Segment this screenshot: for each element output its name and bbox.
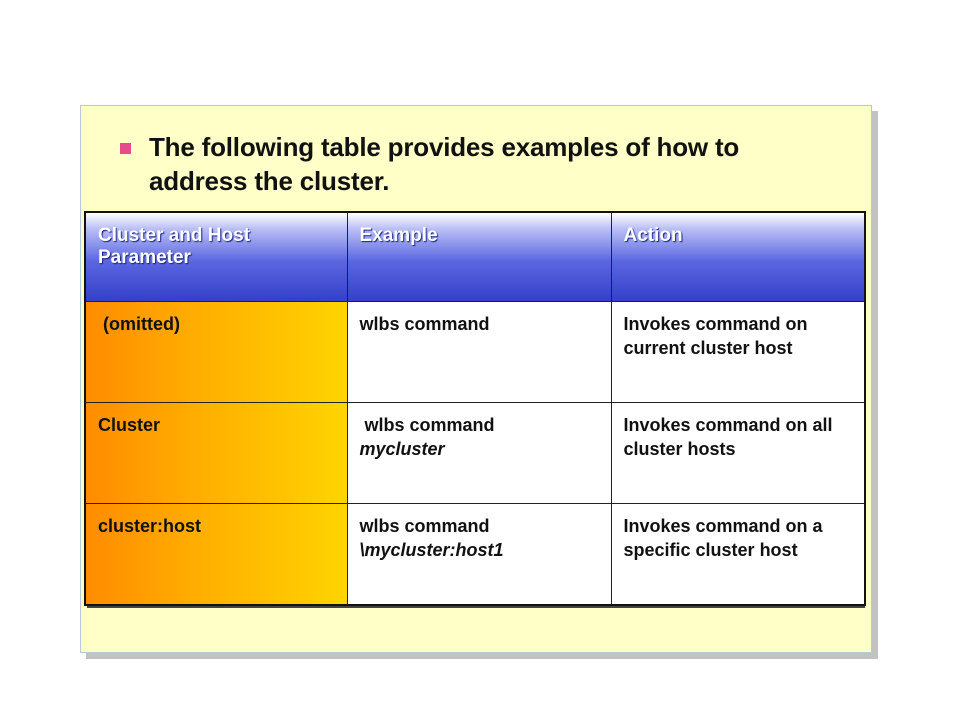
bullet-text-line-1: The following table provides examples of…	[149, 132, 740, 162]
example-cell: wlbs command \mycluster:host1	[346, 503, 612, 606]
parameter-cell: Cluster	[84, 402, 348, 504]
table-row: (omitted) wlbs command Invokes command o…	[84, 301, 866, 403]
bullet-point: The following table provides examples of…	[120, 130, 820, 198]
table-row: cluster:host wlbs command \mycluster:hos…	[84, 503, 866, 606]
example-command: wlbs command	[359, 516, 490, 536]
example-argument: \mycluster:host1	[359, 540, 504, 560]
square-bullet-icon	[120, 143, 131, 154]
parameter-cell: (omitted)	[84, 301, 348, 403]
bullet-text: The following table provides examples of…	[149, 130, 739, 198]
example-cell: wlbs command	[346, 301, 612, 403]
table-header-row: Cluster and Host Parameter Example Actio…	[84, 211, 866, 302]
parameter-cell: cluster:host	[84, 503, 348, 606]
cluster-parameter-table: Cluster and Host Parameter Example Actio…	[84, 211, 866, 606]
action-cell: Invokes command on a specific cluster ho…	[610, 503, 866, 606]
action-cell: Invokes command on all cluster hosts	[610, 402, 866, 504]
header-cluster-and-host-parameter: Cluster and Host Parameter	[84, 211, 348, 302]
example-command: wlbs command	[359, 314, 490, 334]
table-row: Cluster wlbs command mycluster Invokes c…	[84, 402, 866, 504]
action-cell: Invokes command on current cluster host	[610, 301, 866, 403]
example-argument: mycluster	[359, 439, 445, 459]
bullet-text-line-2: address the cluster.	[149, 166, 390, 196]
example-command: wlbs command	[359, 415, 495, 435]
header-example: Example	[346, 211, 612, 302]
header-action: Action	[610, 211, 866, 302]
example-cell: wlbs command mycluster	[346, 402, 612, 504]
